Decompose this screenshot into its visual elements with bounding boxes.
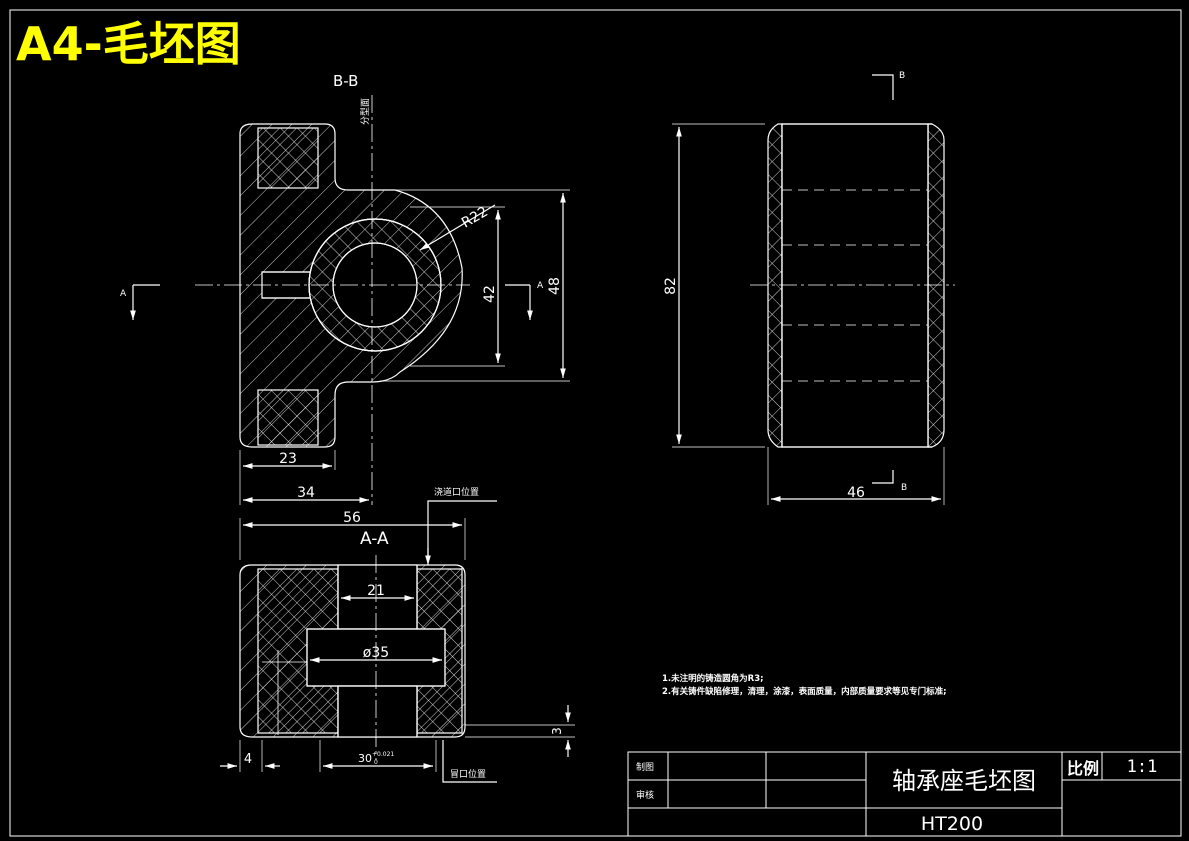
- note-2: 2.有关铸件缺陷修理，清理，涂漆，表面质量，内部质量要求等见专门标准;: [662, 686, 947, 697]
- dim-4: 4: [244, 752, 252, 767]
- title-block: 制图 审核 轴承座毛坯图 比例 1:1 HT200: [627, 751, 1182, 837]
- section-bb-view: B-B 分型面 A A R22 42: [120, 72, 570, 505]
- parting-surface-label: 分型面: [360, 98, 371, 125]
- section-marker-b-top: B: [899, 71, 905, 81]
- dim-46: 46: [847, 485, 865, 501]
- dim-30: 30: [358, 752, 372, 765]
- gate-position-label: 浇道口位置: [434, 486, 479, 498]
- section-marker-b-bottom: B: [901, 483, 907, 493]
- drawn-by-label: 制图: [636, 761, 654, 773]
- scale-value: 1:1: [1127, 757, 1158, 777]
- section-aa-view: A-A 56 浇道口位置 21 ø35: [220, 486, 575, 783]
- dim-21: 21: [367, 583, 385, 599]
- technical-notes: 1.未注明的铸造圆角为R3; 2.有关铸件缺陷修理，清理，涂漆，表面质量，内部质…: [662, 673, 947, 697]
- sheet-banner: A4-毛坯图: [16, 17, 241, 71]
- dim-48: 48: [547, 277, 563, 295]
- material: HT200: [921, 813, 983, 835]
- dim-phi35: ø35: [363, 645, 389, 661]
- side-view: B B 82 46: [663, 71, 955, 505]
- riser-position-label: 冒口位置: [450, 768, 486, 780]
- note-1: 1.未注明的铸造圆角为R3;: [662, 673, 764, 684]
- scale-label: 比例: [1067, 759, 1099, 778]
- dim-30-tol-upper: +0.021: [372, 751, 394, 758]
- section-bb-label: B-B: [333, 72, 358, 90]
- section-marker-a-right: A: [537, 281, 544, 291]
- dim-82: 82: [663, 277, 679, 295]
- dim-30-tol-lower: 0: [374, 759, 378, 766]
- dim-34: 34: [297, 485, 315, 501]
- section-marker-a-left: A: [120, 289, 127, 299]
- dim-3: 3: [550, 727, 564, 735]
- checked-by-label: 审核: [636, 789, 654, 801]
- part-name: 轴承座毛坯图: [892, 767, 1036, 795]
- dim-r22: R22: [459, 204, 491, 232]
- dim-42: 42: [482, 285, 498, 303]
- dim-23: 23: [279, 451, 297, 467]
- section-aa-label: A-A: [360, 529, 389, 549]
- dim-56: 56: [343, 510, 361, 526]
- drawing-frame: [9, 9, 1182, 837]
